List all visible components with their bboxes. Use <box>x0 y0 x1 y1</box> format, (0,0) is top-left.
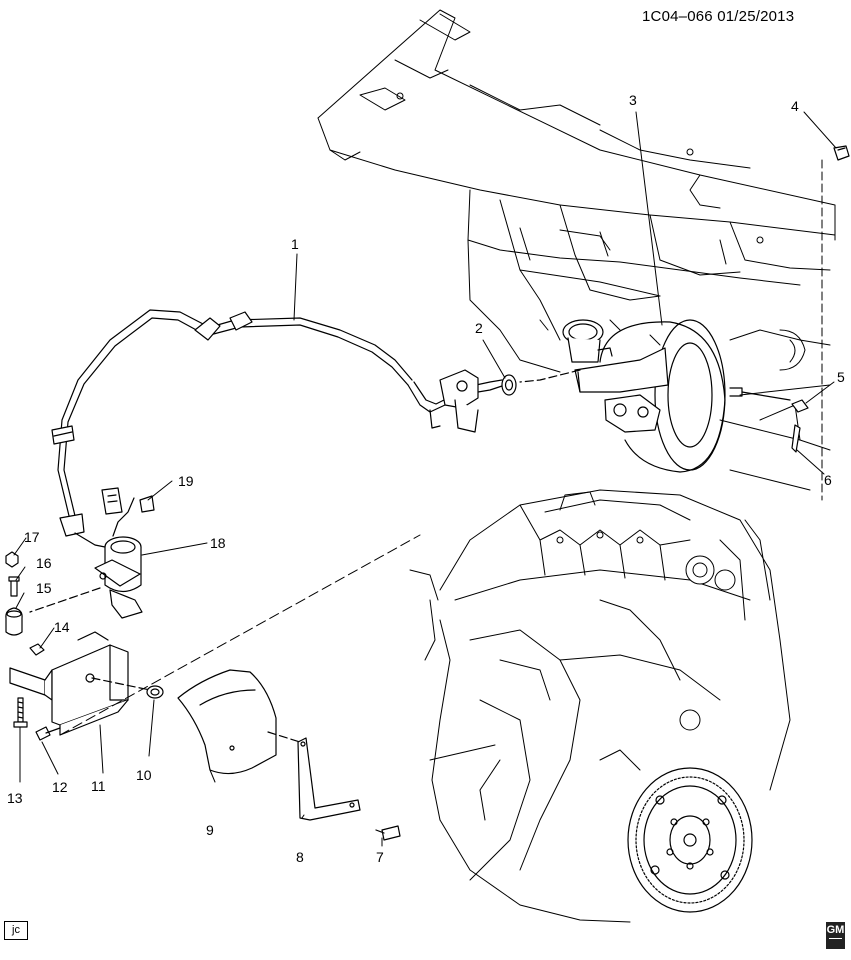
cowl-panel-drawing <box>317 9 836 501</box>
callout-11: 11 <box>91 778 106 794</box>
callout-10: 10 <box>136 767 152 783</box>
shield-9-drawing <box>177 669 277 775</box>
brake-booster-drawing <box>519 319 791 473</box>
vacuum-hose-drawing <box>51 309 503 537</box>
callout-9: 9 <box>206 822 214 838</box>
callout-8: 8 <box>296 849 304 865</box>
nut-17-drawing <box>5 551 19 568</box>
callout-16: 16 <box>36 555 52 571</box>
bracket-11-drawing <box>9 631 129 736</box>
callout-14: 14 <box>54 619 70 635</box>
bushing-10-drawing <box>91 677 164 699</box>
leader-lines <box>13 111 837 847</box>
gm-logo-icon: GM <box>826 922 845 949</box>
callout-6: 6 <box>824 472 832 488</box>
callout-4: 4 <box>791 98 799 114</box>
bolt-12-drawing <box>35 726 61 741</box>
callout-3: 3 <box>629 92 637 108</box>
engine-drawing <box>59 489 791 923</box>
bolt-7-drawing <box>375 825 401 841</box>
isolator-15-drawing <box>5 607 23 636</box>
callout-12: 12 <box>52 779 68 795</box>
callout-2: 2 <box>475 320 483 336</box>
gm-logo-bar <box>829 938 842 939</box>
bolt-16-drawing <box>8 576 20 597</box>
callout-15: 15 <box>36 580 52 596</box>
seal-drawing <box>501 374 517 396</box>
stud-13-drawing <box>13 697 28 728</box>
author-tag: jc <box>4 921 28 940</box>
callout-18: 18 <box>210 535 226 551</box>
callout-1: 1 <box>291 236 299 252</box>
clip-5-drawing <box>791 399 809 413</box>
diagram-code: 1C04–066 01/25/2013 <box>642 8 795 25</box>
callout-5: 5 <box>837 369 845 385</box>
flywheel-drawing <box>627 767 753 913</box>
callout-19: 19 <box>178 473 194 489</box>
callout-7: 7 <box>376 849 384 865</box>
pin-6-drawing <box>791 424 801 453</box>
gm-logo-text: GM <box>826 924 845 936</box>
callout-17: 17 <box>24 529 40 545</box>
air-pump-drawing <box>29 487 155 619</box>
bracket-8-drawing <box>267 731 361 821</box>
callout-13: 13 <box>7 790 23 806</box>
fastener-4-drawing <box>833 145 850 161</box>
